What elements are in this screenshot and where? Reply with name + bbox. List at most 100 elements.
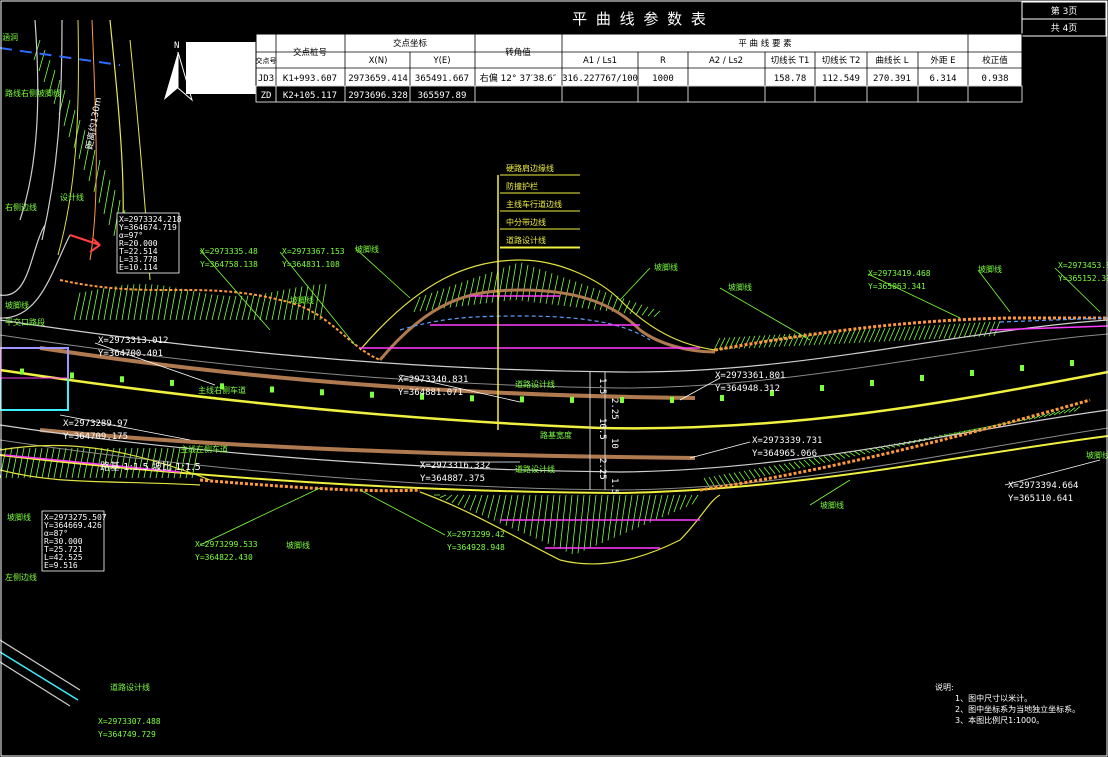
coordinate-label: Y=365110.641 — [1008, 494, 1073, 504]
coordinate-label: X=2973307.488 — [98, 717, 161, 726]
coordinate-label: X=2973394.664 — [1008, 481, 1078, 491]
table-row: JD3 K1+993.607 2973659.414 365491.667 右偏… — [258, 72, 1009, 84]
road-plan: N — [0, 19, 1108, 707]
legend-item: 主线车行道边线 — [506, 199, 562, 209]
section-dim: 10.5 — [597, 418, 607, 440]
cell-x: 2973659.414 — [348, 74, 408, 84]
curve-param: X=2973275.507 — [44, 513, 107, 522]
coordinate-label: X=2973335.48 — [200, 247, 258, 256]
curve-param: α=97° — [119, 231, 143, 240]
curve-param: T=22.514 — [119, 247, 158, 256]
col-a1: A1 / Ls1 — [583, 56, 617, 66]
callout-label: 坡脚线 — [978, 264, 1002, 274]
col-r: R — [660, 56, 666, 66]
curve-param: Y=364674.719 — [119, 223, 177, 232]
curve-param: E=10.114 — [119, 263, 158, 272]
section-dim: 2.25 — [597, 458, 607, 480]
curve-param: X=2973324.218 — [119, 215, 182, 224]
callout-label: 右侧边线 — [5, 202, 37, 212]
callout-label: 坡脚线 — [5, 300, 29, 310]
callout-label: 坡脚线 — [728, 282, 752, 292]
col-a2: A2 / Ls2 — [709, 56, 743, 66]
note-line: 2、图中坐标系为当地独立坐标系。 — [955, 704, 1080, 714]
callout-label: 设计线 — [60, 192, 84, 202]
col-j: 校正值 — [982, 55, 1008, 66]
col-no: 交点号 — [256, 56, 277, 65]
legend-item: 道路设计线 — [506, 235, 546, 245]
coordinate-labels-white: X=2973313.012Y=364700.401X=2973289.97Y=3… — [63, 336, 1078, 504]
cell-r: 1000 — [652, 74, 674, 84]
section-dim: 2.25 — [609, 398, 619, 420]
svg-text:N: N — [174, 41, 179, 51]
coordinate-label: X=2973340.831 — [398, 375, 468, 385]
cell-t2: 112.549 — [822, 74, 860, 84]
cell-y: 365597.89 — [418, 91, 467, 101]
legend-item: 硬路肩边缘线 — [506, 163, 554, 173]
curve-parameter-table: 交点号 交点桩号 交点坐标 X(N) Y(E) 转角值 平 曲 线 要 素 A1… — [255, 33, 1023, 103]
cell-y: 365491.667 — [415, 74, 469, 84]
callout-label: 平交口路段 — [5, 317, 45, 327]
coordinate-label: X=2973339.731 — [752, 436, 822, 446]
cell-x: 2973696.328 — [348, 91, 408, 101]
coordinate-label: Y=364700.401 — [98, 349, 163, 359]
callout-label: 路基宽度 — [540, 430, 572, 440]
note-line: 1、图中尺寸以米计。 — [955, 693, 1032, 703]
callout-label: 主线右侧车道 — [198, 385, 246, 395]
callout-label: 左侧边线 — [5, 572, 37, 582]
coordinate-label: Y=364948.312 — [715, 384, 780, 394]
col-y: Y(E) — [432, 56, 450, 66]
coordinate-label: Y=364928.948 — [447, 543, 505, 552]
drawing-notes: 说明:1、图中尺寸以米计。2、图中坐标系为当地独立坐标系。3、本图比例尺1:10… — [935, 682, 1080, 725]
cell-no: ZD — [261, 91, 272, 101]
coordinate-label: X=2973453.8 — [1058, 261, 1108, 270]
coordinate-label: Y=364758.138 — [200, 260, 258, 269]
sheet-page-label: 第 3页 — [1051, 5, 1078, 17]
section-dim: 1.5 — [597, 378, 607, 394]
white-mask-box — [186, 42, 256, 94]
col-t2: 切线长 T2 — [822, 55, 861, 66]
col-e: 外距 E — [930, 55, 955, 66]
legend-item: 防撞护栏 — [506, 181, 538, 191]
callout-label: 道路设计线 — [515, 379, 555, 389]
callout-label: 主线左侧车道 — [180, 444, 228, 454]
sheet-total-label: 共 4页 — [1051, 23, 1078, 34]
curve-info-box: X=2973275.507Y=364669.426α=87°R=30.000T=… — [41, 510, 107, 572]
coordinate-labels-green: X=2973335.48Y=364758.138 X=2973367.153Y=3… — [98, 247, 1108, 739]
cell-angle: 右偏 12° 37′38.6″ — [480, 72, 557, 84]
col-station: 交点桩号 — [293, 47, 327, 58]
coordinate-label: Y=364881.071 — [398, 388, 463, 398]
section-dim: 1.5 — [609, 478, 619, 494]
curve-param: L=42.525 — [44, 553, 83, 562]
curve-param: Y=364669.426 — [44, 521, 102, 530]
cell-e: 6.314 — [929, 74, 956, 84]
callout-label: 坡脚线 — [820, 500, 844, 510]
col-t1: 切线长 T1 — [771, 55, 810, 66]
coordinate-label: X=2973367.153 — [282, 247, 345, 256]
callout-label: 道路设计线 — [515, 464, 555, 474]
callout-label: 涵洞 — [2, 32, 18, 42]
cell-t1: 158.78 — [774, 74, 807, 84]
coordinate-label: Y=364831.108 — [282, 260, 340, 269]
callout-label: 坡脚线 — [355, 244, 379, 254]
table-row: ZD K2+105.117 2973696.328 365597.89 — [261, 91, 467, 101]
coordinate-label: Y=364709.175 — [63, 432, 128, 442]
coordinate-label: X=2973316.332 — [420, 461, 490, 471]
coordinate-label: Y=364749.729 — [98, 730, 156, 739]
col-l: 曲线长 L — [876, 55, 909, 66]
coordinate-label: X=2973289.97 — [63, 419, 128, 429]
curve-info-box: X=2973324.218Y=364674.719α=97°R=20.000T=… — [116, 212, 182, 274]
cell-j: 0.938 — [981, 74, 1008, 84]
callout-label: 坡脚线 — [1086, 450, 1108, 460]
curve-param: T=25.721 — [44, 545, 83, 554]
callout-label: 坡脚线 — [290, 295, 314, 305]
callout-label: 坡脚线 — [286, 540, 310, 550]
cell-a1: 316.227767/100 — [562, 74, 638, 84]
coordinate-label: Y=364887.375 — [420, 474, 485, 484]
curve-param: L=33.778 — [119, 255, 158, 264]
note-line: 说明: — [935, 682, 954, 692]
